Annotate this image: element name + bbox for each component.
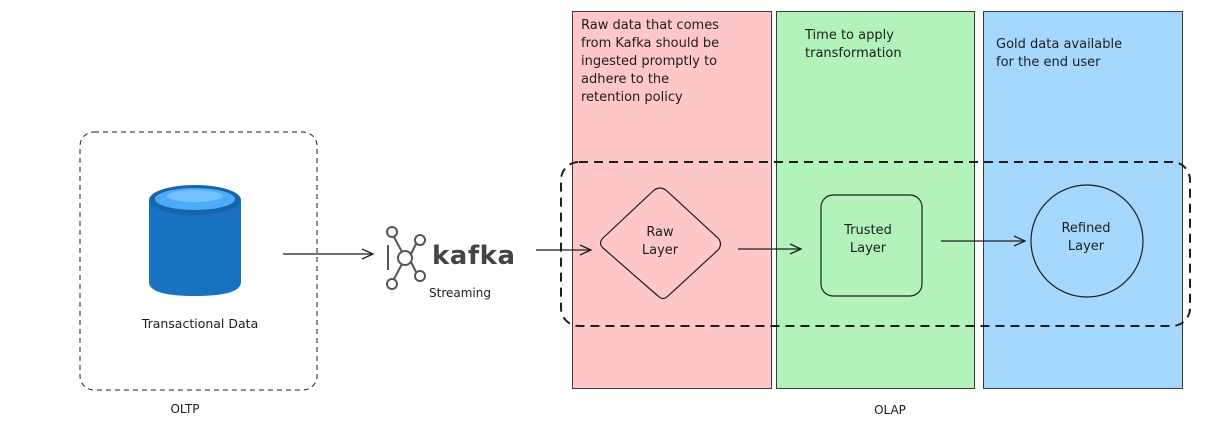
raw-zone-note: Raw data that comes from Kafka should be… (581, 18, 720, 105)
streaming-label: Streaming (429, 286, 491, 300)
trusted-layer-node (820, 194, 923, 297)
raw-layer-node (599, 187, 722, 300)
transactional-data-label: Transactional Data (141, 316, 259, 331)
oltp-label: OLTP (170, 402, 200, 416)
pipeline-boundary (560, 161, 1191, 327)
kafka-logo-icon (386, 226, 426, 290)
refined-zone-note: Gold data available for the end user (996, 37, 1123, 70)
oltp-boundary (79, 131, 318, 391)
arrow-trusted-to-refined (941, 235, 1027, 247)
raw-layer-label: Raw Layer (641, 225, 679, 258)
olap-label: OLAP (874, 403, 906, 417)
refined-layer-label: Refined Layer (1061, 221, 1111, 254)
kafka-wordmark: kafka (432, 241, 516, 271)
trusted-layer-label: Trusted Layer (844, 223, 892, 256)
trusted-zone-note: Time to apply transformation (805, 28, 902, 61)
arrow-kafka-to-raw (536, 244, 593, 256)
arrow-raw-to-trusted (738, 243, 803, 255)
arrow-db-to-kafka (283, 248, 375, 260)
refined-layer-node (1030, 184, 1144, 298)
database-cylinder-icon (149, 185, 241, 296)
